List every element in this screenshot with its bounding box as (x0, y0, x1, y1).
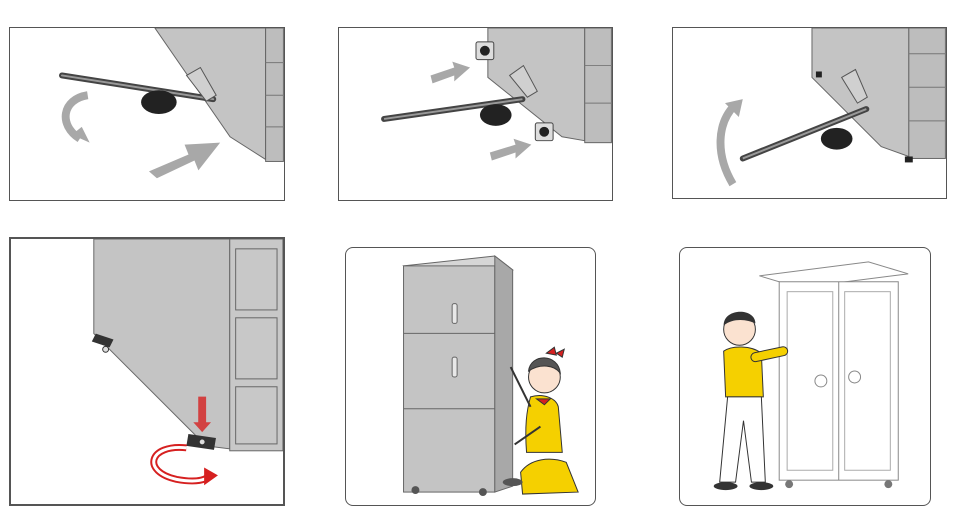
push-arrow-icon (490, 139, 532, 161)
girl-figure (503, 347, 578, 494)
lever-tool (62, 68, 216, 114)
push-arrow-icon (149, 143, 220, 179)
step-3-panel (672, 27, 947, 199)
step-4-panel (9, 237, 285, 506)
roller-pad-bottom (535, 123, 553, 141)
step-1-panel (9, 27, 285, 201)
cabinet (404, 256, 513, 496)
step-4-illustration (11, 239, 283, 504)
cabinet-face (909, 28, 946, 158)
step-5-illustration (346, 248, 595, 505)
boy-figure (714, 312, 783, 490)
step-6-illustration (680, 248, 930, 505)
step-1-illustration (10, 28, 284, 200)
push-arrow-icon (431, 62, 471, 84)
step-2-panel (338, 27, 613, 201)
roller-pad-top (476, 42, 494, 60)
lever-tool (743, 70, 868, 159)
step-2-illustration (339, 28, 612, 200)
cabinet-face (585, 28, 612, 143)
step-5-panel (345, 247, 596, 506)
cabinet-face (230, 239, 283, 451)
step-3-illustration (673, 28, 946, 198)
curved-arrow-icon (721, 105, 735, 184)
rotate-arrow-red-icon (154, 447, 212, 480)
wardrobe (759, 262, 908, 488)
cabinet-side (94, 239, 230, 449)
step-6-panel (679, 247, 931, 506)
